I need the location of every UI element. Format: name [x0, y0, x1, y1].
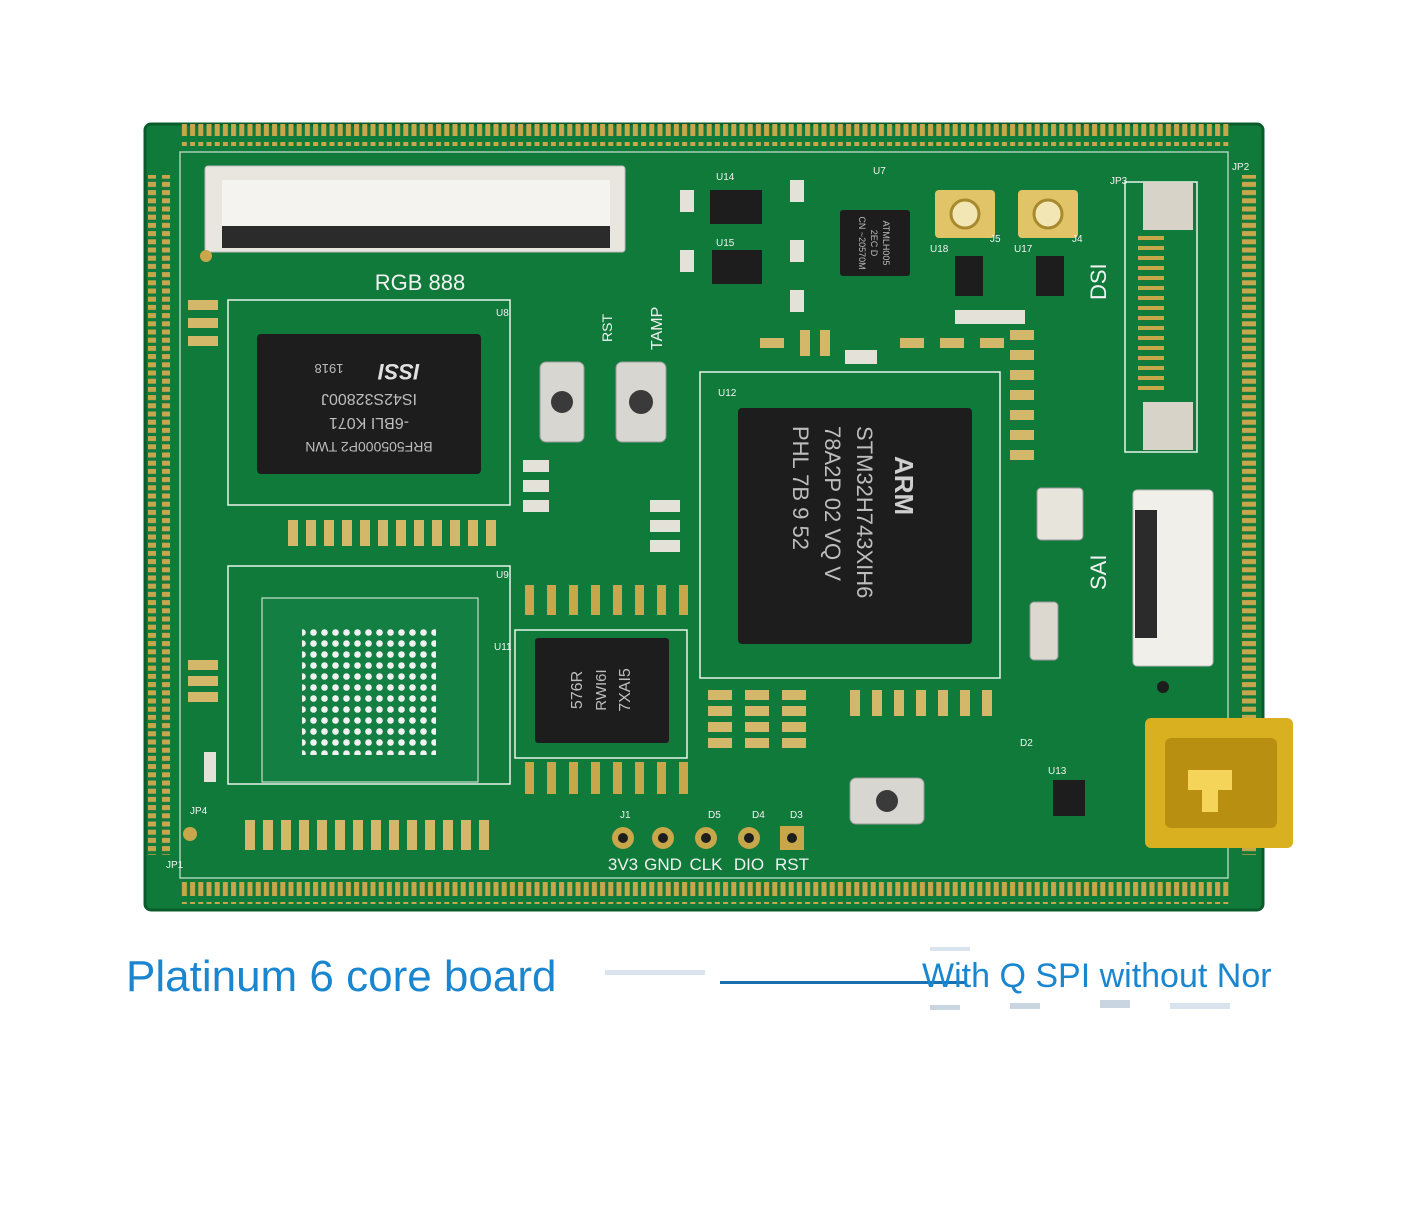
- svg-text:U12: U12: [718, 388, 737, 399]
- qspi-flash-chip: [535, 638, 669, 743]
- svg-text:U14: U14: [716, 172, 735, 183]
- bottom-edge-pads: [180, 880, 1230, 904]
- svg-text:3V3: 3V3: [608, 855, 638, 874]
- sdram-chip: [257, 334, 481, 474]
- svg-text:U8: U8: [496, 308, 509, 319]
- svg-text:D4: D4: [752, 810, 765, 821]
- svg-text:2EC D: 2EC D: [869, 230, 879, 257]
- svg-text:BRF505000P2 TWN: BRF505000P2 TWN: [305, 439, 432, 455]
- svg-text:U18: U18: [930, 244, 949, 255]
- svg-text:D5: D5: [708, 810, 721, 821]
- blurred-overlay: [600, 945, 1300, 1015]
- svg-text:U17: U17: [1014, 244, 1033, 255]
- svg-text:DIO: DIO: [734, 855, 764, 874]
- svg-text:J4: J4: [1072, 234, 1083, 245]
- svg-text:-6BLI K071: -6BLI K071: [329, 414, 409, 431]
- svg-text:DSI: DSI: [1086, 263, 1111, 300]
- svg-text:RST: RST: [775, 855, 809, 874]
- svg-text:GND: GND: [644, 855, 682, 874]
- svg-text:7XAI5: 7XAI5: [617, 668, 634, 712]
- svg-text:576R: 576R: [569, 671, 586, 709]
- bga-outline: [227, 565, 511, 785]
- svg-text:ARM: ARM: [889, 456, 919, 515]
- svg-text:U9: U9: [496, 570, 509, 581]
- stm32-mcu-chip: [738, 408, 972, 644]
- svg-text:PHL 7B 9 52: PHL 7B 9 52: [788, 426, 813, 550]
- board-caption: Platinum 6 core board: [126, 952, 557, 1001]
- svg-text:ISSI: ISSI: [377, 359, 419, 384]
- svg-text:RWI6I: RWI6I: [593, 669, 610, 710]
- pcb-board-photo: RGB 888 BRF505000P2 TWN -6BLI K071 IS42S…: [143, 122, 1293, 912]
- rgb-label: RGB 888: [375, 270, 466, 295]
- top-edge-pads: [180, 124, 1230, 146]
- svg-text:D3: D3: [790, 810, 803, 821]
- svg-text:J1: J1: [620, 810, 631, 821]
- eeprom-chip: [840, 210, 910, 276]
- svg-text:U15: U15: [716, 238, 735, 249]
- svg-text:SAI: SAI: [1086, 555, 1111, 590]
- svg-text:CN ~20570M: CN ~20570M: [857, 216, 867, 269]
- swd-header: [612, 826, 804, 850]
- svg-text:J5: J5: [990, 234, 1001, 245]
- sdram-outline: [227, 299, 511, 506]
- svg-text:CLK: CLK: [689, 855, 723, 874]
- svg-text:1918: 1918: [315, 361, 344, 376]
- svg-text:JP4: JP4: [190, 806, 208, 817]
- flash-outline: [514, 629, 688, 759]
- left-edge-pads: [148, 175, 170, 855]
- svg-text:JP2: JP2: [1232, 162, 1250, 173]
- svg-text:JP3: JP3: [1110, 176, 1128, 187]
- svg-text:IS42S32800J: IS42S32800J: [321, 390, 417, 407]
- feature-caption: With Q SPI without Nor: [922, 957, 1272, 995]
- svg-text:U7: U7: [873, 166, 886, 177]
- svg-text:ATMLH005: ATMLH005: [881, 221, 891, 266]
- svg-text:U11: U11: [494, 642, 512, 653]
- svg-text:D2: D2: [1020, 738, 1033, 749]
- svg-text:RST: RST: [599, 314, 615, 342]
- svg-text:JP1: JP1: [166, 860, 184, 871]
- mcu-outline: [699, 371, 1001, 679]
- svg-text:STM32H743XIH6: STM32H743XIH6: [852, 426, 877, 598]
- svg-text:TAMP: TAMP: [649, 307, 666, 350]
- caption-pointer-line: [720, 981, 965, 984]
- svg-text:U13: U13: [1048, 766, 1067, 777]
- right-edge-pads: [1238, 175, 1260, 855]
- svg-text:78A2P 02 VQ V: 78A2P 02 VQ V: [820, 426, 845, 581]
- crystal: [1036, 487, 1084, 541]
